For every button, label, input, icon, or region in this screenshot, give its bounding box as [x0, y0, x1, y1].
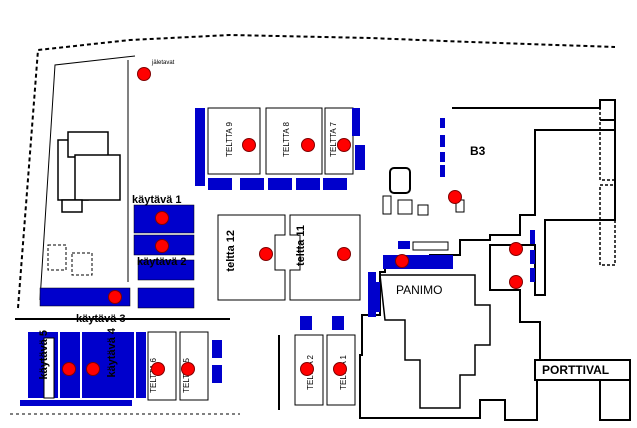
- marker-jalatavat[interactable]: [137, 67, 151, 81]
- booths-kaytava: [39, 204, 195, 309]
- label-b3: B3: [470, 144, 486, 158]
- label-teltta8: TELTTA 8: [282, 122, 291, 157]
- marker-teltta6[interactable]: [151, 362, 165, 376]
- label-kaytava1: käytävä 1: [132, 194, 182, 206]
- label-kaytava4: käytävä 4: [106, 328, 118, 378]
- marker-kaytava4[interactable]: [86, 362, 100, 376]
- marker-kaytava2[interactable]: [155, 239, 169, 253]
- marker-teltta11[interactable]: [337, 247, 351, 261]
- center-objects: [382, 167, 429, 216]
- label-kaytava5: käytävä 5: [38, 330, 50, 380]
- label-teltta9: TELTTA 9: [225, 122, 234, 157]
- label-teltta12: teltta 12: [225, 230, 237, 272]
- tents-middle: [217, 214, 361, 301]
- label-kaytava3: käytävä 3: [76, 313, 126, 325]
- building-panimo: [359, 99, 631, 421]
- porttival-box: [534, 359, 631, 381]
- marker-b3-east-2[interactable]: [509, 275, 523, 289]
- marker-kaytava3[interactable]: [108, 290, 122, 304]
- label-teltta11: teltta 11: [295, 225, 307, 266]
- label-panimo: PANIMO: [396, 283, 443, 297]
- label-porttival: PORTTIVAL: [542, 363, 610, 377]
- marker-teltta12[interactable]: [259, 247, 273, 261]
- panimo-area: [379, 274, 491, 409]
- marker-teltta2[interactable]: [300, 362, 314, 376]
- marker-kaytava1[interactable]: [155, 211, 169, 225]
- marker-teltta1[interactable]: [333, 362, 347, 376]
- marker-panimo-entry[interactable]: [395, 254, 409, 268]
- marker-teltta5[interactable]: [181, 362, 195, 376]
- marker-teltta7[interactable]: [337, 138, 351, 152]
- marker-kaytava5[interactable]: [62, 362, 76, 376]
- right-structures: [599, 99, 616, 266]
- marker-teltta9[interactable]: [242, 138, 256, 152]
- area-boundary: [10, 33, 616, 415]
- marker-b3-east-1[interactable]: [509, 242, 523, 256]
- marker-b3[interactable]: [448, 190, 462, 204]
- marker-teltta8[interactable]: [301, 138, 315, 152]
- building-left: [47, 131, 121, 276]
- label-jalatavat: jäletavat: [152, 60, 175, 66]
- label-teltta7: TELTTA 7: [329, 122, 338, 157]
- label-kaytava2: käytävä 2: [137, 256, 187, 268]
